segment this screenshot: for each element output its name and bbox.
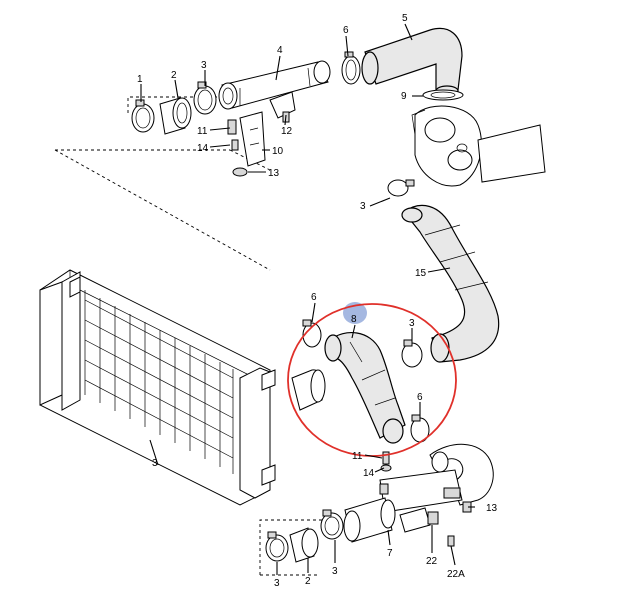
callout-12: 12 xyxy=(281,126,293,137)
upper-hose xyxy=(361,27,463,97)
upper-clamp-left xyxy=(131,99,155,133)
intercooler xyxy=(39,269,326,506)
lower-clamp-left xyxy=(265,531,289,562)
bolt-and-washer xyxy=(380,451,392,472)
elbow-pipe xyxy=(379,443,494,513)
clamp-3-right xyxy=(401,339,423,368)
turbocharger xyxy=(411,105,546,187)
clamp-6-left xyxy=(302,319,322,348)
callout-14: 14 xyxy=(363,468,375,479)
upper-group-bracket xyxy=(54,96,271,271)
callout-11: 11 xyxy=(197,126,208,137)
lower-sleeve xyxy=(289,527,319,563)
upper-clamp-right xyxy=(193,81,217,115)
callout-22a: 22A xyxy=(447,569,465,580)
long-hose-15 xyxy=(401,204,500,363)
callout-4: 4 xyxy=(277,45,283,56)
flange-gasket xyxy=(422,89,464,101)
callout-1: 3 xyxy=(152,458,158,469)
callout-13: 13 xyxy=(268,168,280,179)
callout-6: 6 xyxy=(417,392,423,403)
callout-3: 3 xyxy=(201,60,207,71)
callout-3: 3 xyxy=(332,566,338,577)
callout-10: 10 xyxy=(272,146,284,157)
callout-3: 3 xyxy=(360,201,366,212)
callout-7: 7 xyxy=(387,548,393,559)
callout-15: 15 xyxy=(415,268,427,279)
bracket-assembly xyxy=(227,91,296,177)
callout-3: 3 xyxy=(274,578,280,589)
hose-8 xyxy=(324,332,406,444)
callout-3: 3 xyxy=(409,318,415,329)
clamp-6-upper xyxy=(341,51,361,85)
lower-connector-7 xyxy=(343,483,396,543)
callout-11: 11 xyxy=(352,451,363,462)
clamp-3-mid xyxy=(387,179,415,197)
callout-2: 2 xyxy=(171,70,177,81)
callout-13: 13 xyxy=(486,503,498,514)
callout-3: 1 xyxy=(137,74,143,85)
callout-14: 14 xyxy=(197,143,209,154)
intercooler-fins xyxy=(84,290,234,474)
callout-5: 5 xyxy=(402,13,408,24)
charge-air-pipe xyxy=(218,60,331,110)
callout-6: 6 xyxy=(311,292,317,303)
upper-sleeve xyxy=(159,97,192,135)
lower-group-bracket xyxy=(259,519,330,576)
callout-2: 2 xyxy=(305,576,311,587)
sensor-22 xyxy=(399,507,455,547)
callout-22: 22 xyxy=(426,556,438,567)
leader-lines xyxy=(140,23,475,575)
lower-clamp-right xyxy=(320,509,344,540)
callout-8: 8 xyxy=(351,314,357,325)
callout-6: 6 xyxy=(343,25,349,36)
callout-9: 9 xyxy=(401,91,407,102)
callouts: 1 2 3 4 5 6 9 11 12 14 10 13 3 15 6 8 3 … xyxy=(137,13,498,589)
